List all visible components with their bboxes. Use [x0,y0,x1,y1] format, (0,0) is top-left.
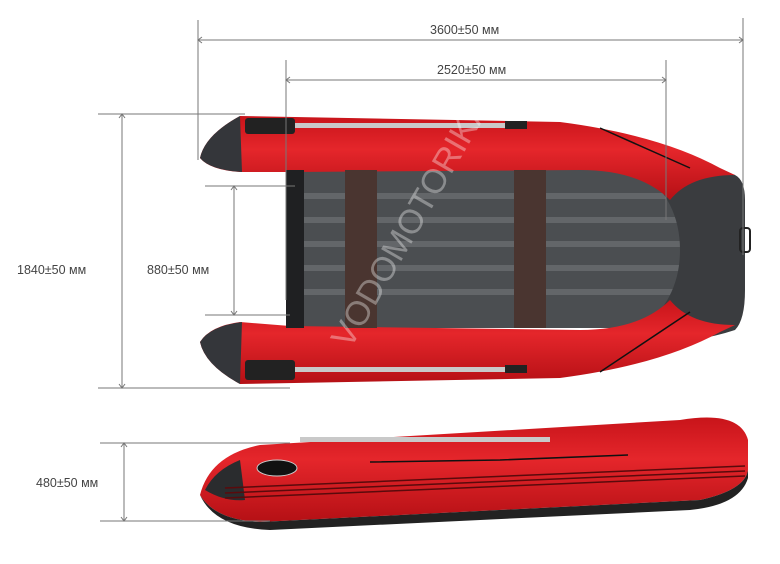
transom [286,170,304,328]
height-label: 480±50 мм [36,476,99,490]
bench-front [514,170,546,328]
dimension-lines [98,18,744,522]
bow-section [600,150,745,350]
oar-top [245,118,527,134]
overall-length-label: 3600±50 мм [430,23,500,37]
brand-logo [256,459,298,477]
overall-width-label: 1840±50 мм [17,263,87,277]
oar-bottom [245,360,527,380]
upper-tube [200,116,735,200]
lower-tube [200,300,735,384]
bench-rear [345,170,377,328]
inner-length-label: 2520±50 мм [437,63,507,77]
boat-side-view [200,417,748,530]
bow-handle [739,227,751,253]
oar-side [300,437,550,442]
inner-width-label: 880±50 мм [147,263,210,277]
boat-top-view [200,116,751,384]
